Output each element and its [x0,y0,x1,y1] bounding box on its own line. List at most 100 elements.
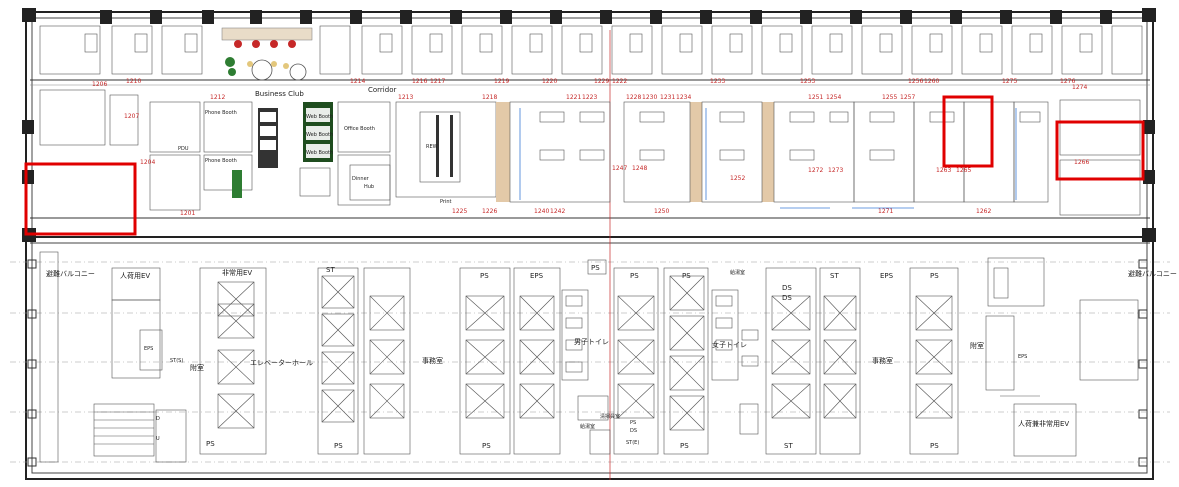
st-label-2: ST [830,272,839,280]
pdu-label: PDU [178,146,189,152]
web-booth-c-label: Web Booth [306,150,333,156]
toilet-men-label: 男子トイレ [574,338,609,346]
columns-top [22,8,1156,242]
ds-label-2: DS [782,294,792,302]
room-1216: 1216 [412,78,427,85]
room-1225: 1225 [452,208,467,215]
outer-walls [25,11,1154,480]
room-1263: 1263 [936,167,951,174]
evac-balcony-right-label: 避難バルコニー [1128,269,1177,278]
room-1256: 1256 [908,78,923,85]
phone-booth-a-label: Phone Booth [205,110,237,116]
hot-water-bottom-label: 給湯室 [580,423,595,430]
highlight-east-office [1055,120,1145,181]
room-1242: 1242 [550,208,565,215]
print-label: Print [440,199,452,205]
room-1253: 1253 [800,78,815,85]
toilet-women-label: 女子トイレ [712,340,747,349]
room-1223: 1223 [582,94,597,101]
ps-label-3: PS [682,272,691,280]
anteroom-left-label: 附室 [190,363,204,372]
ps-label-2: PS [630,272,639,280]
cleaning-label: 清掃員室 [600,413,620,420]
room-1226: 1226 [482,208,497,215]
ps-ds-label-ds: DS [630,428,637,434]
room-1248: 1248 [632,165,647,172]
evac-balcony-left-label: 避難バルコニー [46,269,95,278]
highlight-west-office [24,162,137,236]
room-1275: 1275 [1002,78,1017,85]
room-1247: 1247 [612,165,627,172]
room-1262: 1262 [976,208,991,215]
office-booth-label: Office Booth [344,126,375,132]
room-1231: 1231 [660,94,675,101]
office-right-label: 事務室 [872,356,893,365]
interior-labels: Office Booth Phone Booth Phone Booth Web… [178,110,452,205]
web-booth-a-label: Web Booth [306,114,333,120]
ps-label-8: PS [482,442,491,450]
room-1201: 1201 [180,210,195,217]
shaft-labels: ST PS EPS PS PS PS DS DS ST EPS PS EPS S… [144,264,1027,450]
room-1220: 1220 [542,78,557,85]
room-1234: 1234 [676,94,691,101]
room-1217: 1217 [430,78,445,85]
business-club-area: Business Club Corridor [221,27,396,98]
room-1213: 1213 [398,94,413,101]
room-1221: 1221 [566,94,581,101]
st-s-label: ST(S) [170,358,183,364]
room-1219: 1219 [494,78,509,85]
columns-bottom [27,259,1148,467]
ps-label-7: PS [334,442,343,450]
st-label-1: ST [326,266,335,274]
ps-label-4: PS [591,264,600,272]
room-1214: 1214 [350,78,365,85]
interior-offices [39,89,1141,216]
room-1273: 1273 [828,167,843,174]
passenger-ev-left-label: 人荷用EV [120,271,150,280]
hot-water-top-label: 給湯室 [730,269,745,276]
room-1250: 1250 [654,208,669,215]
room-1204: 1204 [140,159,155,166]
corridor-label: Corridor [368,86,396,94]
dinner-label: Dinner [352,176,370,182]
emergency-ev-label: 非常用EV [222,268,252,277]
room-1265: 1265 [956,167,971,174]
office-left-label: 事務室 [422,356,443,365]
elevator-hall-label: エレベーターホール [250,358,313,367]
business-club-label: Business Club [255,90,304,98]
eps-label-1: EPS [530,272,544,280]
room-1233: 1233 [710,78,725,85]
room-1276: 1276 [1060,78,1075,85]
room-1229: 1229 [594,78,609,85]
room-1240: 1240 [534,208,549,215]
building-core [39,251,1139,463]
ds-label-1: DS [782,284,792,292]
anteroom-right-label: 附室 [970,341,984,350]
room-1230: 1230 [642,94,657,101]
ps-label-9: PS [680,442,689,450]
u-label: U [156,436,160,442]
room-1266: 1266 [1074,159,1089,166]
web-booth-b-label: Web Booth [306,132,333,138]
d-label: D [156,416,160,422]
room-1271: 1271 [878,208,893,215]
room-1260: 1260 [924,78,939,85]
room-1218: 1218 [482,94,497,101]
room-1252: 1252 [730,175,745,182]
eps-label-2: EPS [880,272,894,280]
perimeter-offices-top [39,25,1143,75]
room-1212: 1212 [210,94,225,101]
phone-booth-b-label: Phone Booth [205,158,237,164]
core-labels: 避難バルコニー 避難バルコニー 人荷用EV 非常用EV 人荷兼非常用EV 附室 … [46,268,1177,430]
passenger-ev-right-label: 人荷兼非常用EV [1018,419,1069,428]
room-number-labels: 1206 1210 1214 1216 1217 1219 1220 1222 … [92,78,1089,217]
room-1274: 1274 [1072,84,1087,91]
ps-label-10: PS [930,442,939,450]
ps-label-6: PS [206,440,215,448]
room-1222: 1222 [612,78,627,85]
room-1210: 1210 [126,78,141,85]
room-1207: 1207 [124,113,139,120]
room-1254: 1254 [826,94,841,101]
ps-label-1: PS [480,272,489,280]
